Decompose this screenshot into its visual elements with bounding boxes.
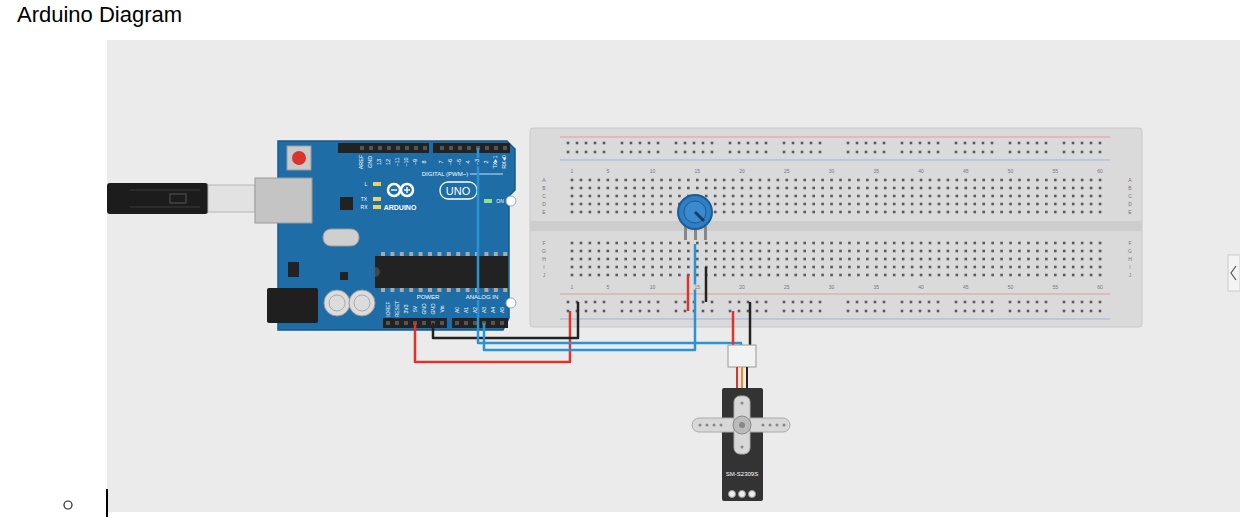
pin-label: ~10 (404, 156, 410, 167)
usb-cable (107, 183, 255, 214)
column-number: 1 (570, 169, 575, 174)
potentiometer (678, 195, 712, 240)
board-model: UNO (445, 185, 471, 196)
pin-label: GND (368, 155, 374, 169)
pin-label: A0 (455, 306, 460, 314)
column-number: 45 (962, 285, 970, 290)
row-letter: F (1127, 241, 1132, 246)
pin-label: ~11 (395, 157, 401, 168)
pin-label: 5V (413, 305, 418, 313)
column-number: 20 (738, 285, 746, 290)
pin-label: A5 (500, 306, 505, 314)
row-letter: D (1127, 202, 1133, 207)
row-letter: I (542, 265, 545, 270)
column-number: 20 (738, 169, 746, 174)
wires (415, 148, 750, 362)
pin-label: Vin (440, 304, 445, 313)
breadboard (530, 128, 1142, 327)
text-cursor (106, 489, 108, 517)
column-number: 15 (694, 169, 702, 174)
pin-label: 3V3 (404, 304, 409, 315)
row-letter: E (541, 210, 546, 215)
column-number: 5 (605, 285, 610, 290)
led-label: RX (360, 205, 369, 210)
led-label: TX (360, 197, 368, 202)
column-number: 55 (1052, 285, 1060, 290)
row-letter: G (541, 249, 547, 254)
led-label: L (364, 182, 369, 187)
led-label: ON (495, 199, 505, 204)
column-number: 10 (649, 285, 657, 290)
pin-label: AREF (359, 154, 365, 171)
column-number: 10 (649, 169, 657, 174)
pin-label: 8 (422, 159, 428, 164)
column-number: 25 (783, 169, 791, 174)
column-number: 60 (1096, 169, 1104, 174)
list-bullet (64, 501, 72, 509)
header-label: DIGITAL (PWM~) (421, 171, 470, 177)
pin-label: 2 (484, 159, 490, 164)
column-number: 55 (1052, 169, 1060, 174)
row-letter: D (541, 202, 547, 207)
row-letter: A (541, 178, 546, 183)
pin-label: RX◂0 (502, 154, 508, 170)
pin-label: 12 (386, 158, 392, 166)
row-letter: B (541, 186, 546, 191)
pin-label: TX▸1 (493, 154, 499, 169)
pin-label: GND (431, 302, 436, 315)
column-number: 30 (828, 285, 836, 290)
pin-label: A4 (491, 306, 496, 314)
brand-name: ARDUINO (383, 204, 418, 211)
panel-tab (1228, 255, 1240, 291)
pin-label: ~5 (457, 158, 463, 166)
row-letter: F (541, 241, 546, 246)
row-letter: B (1127, 186, 1132, 191)
pin-label: ~9 (413, 158, 419, 166)
column-number: 5 (605, 169, 610, 174)
row-letter: J (542, 273, 547, 278)
pin-label: ~6 (448, 158, 454, 166)
pin-label: 13 (377, 158, 383, 166)
column-number: 30 (828, 169, 836, 174)
header-label: POWER (416, 294, 441, 300)
row-letter: I (1128, 265, 1131, 270)
pin-label: A3 (482, 306, 487, 314)
column-number: 15 (694, 285, 702, 290)
servo-motor (692, 345, 790, 501)
column-number: 40 (917, 285, 925, 290)
column-number: 60 (1096, 285, 1104, 290)
row-letter: J (1128, 273, 1133, 278)
row-letter: A (1127, 178, 1132, 183)
pin-label: A1 (464, 306, 469, 314)
pin-label: IOREF (386, 300, 391, 317)
column-number: 35 (873, 169, 881, 174)
column-number: 45 (962, 169, 970, 174)
column-number: 1 (570, 285, 575, 290)
pin-label: RESET (395, 300, 400, 319)
pin-label: 7 (439, 159, 445, 164)
column-number: 35 (873, 285, 881, 290)
pin-label: GND (422, 302, 427, 315)
model-number: SM-S2309S (725, 471, 759, 477)
column-number: 50 (1007, 285, 1015, 290)
column-number: 40 (917, 169, 925, 174)
pin-label: 4 (466, 159, 472, 164)
row-letter: E (1127, 210, 1132, 215)
row-letter: C (1127, 194, 1133, 199)
column-number: 50 (1007, 169, 1015, 174)
row-letter: H (1127, 257, 1133, 262)
page-title: Arduino Diagram (17, 3, 182, 27)
pin-label: A2 (473, 306, 478, 314)
canvas-ground (107, 40, 1240, 512)
pin-label: ~3 (475, 158, 481, 166)
column-number: 25 (783, 285, 791, 290)
row-letter: C (541, 194, 547, 199)
header-label: ANALOG IN (465, 294, 500, 300)
row-letter: H (541, 257, 547, 262)
row-letter: G (1127, 249, 1133, 254)
